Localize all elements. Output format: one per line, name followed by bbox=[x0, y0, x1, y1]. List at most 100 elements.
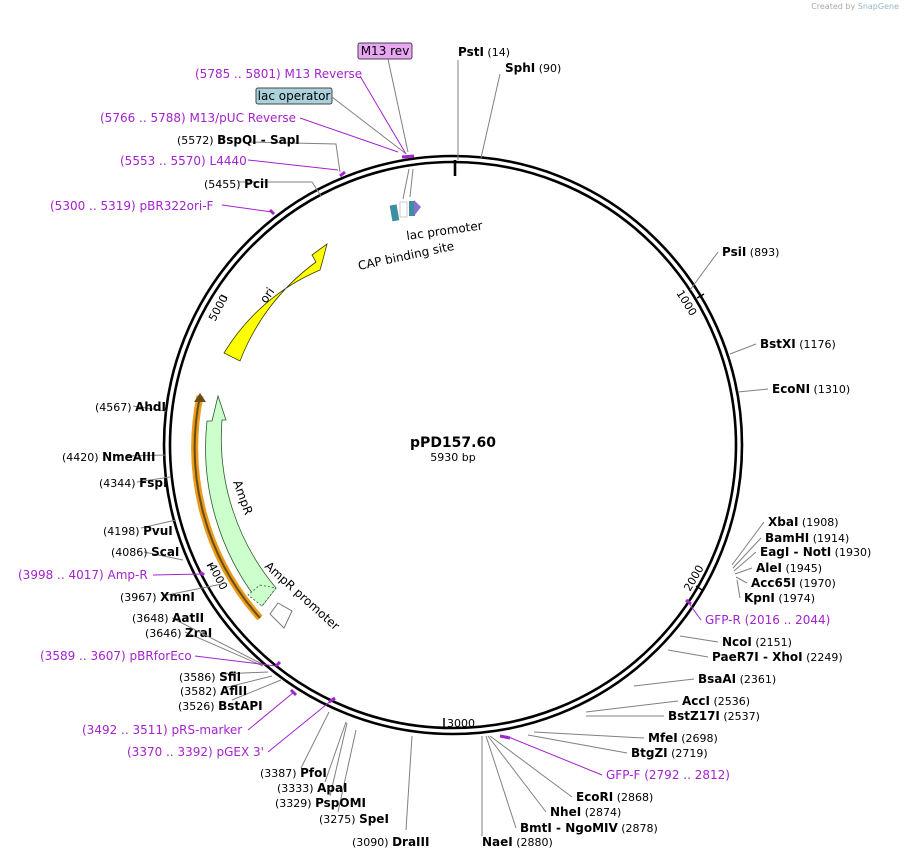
enzyme-site[interactable]: PaeR7I - XhoI (2249) bbox=[667, 649, 843, 664]
enzyme-leader bbox=[249, 141, 341, 173]
enzyme-leader bbox=[729, 343, 757, 355]
enzyme-site[interactable]: (3090) DraIII bbox=[352, 735, 429, 849]
enzyme-site[interactable]: BsaAI (2361) bbox=[633, 672, 776, 687]
enzyme-site[interactable]: (4198) PvuI bbox=[103, 519, 177, 538]
enzyme-site[interactable]: AleI (1945) bbox=[734, 561, 822, 575]
enzyme-label: AccI (2536) bbox=[682, 694, 750, 708]
enzyme-leader bbox=[136, 476, 171, 483]
enzyme-site[interactable]: (3586) SfiI bbox=[179, 670, 269, 684]
enzyme-site[interactable]: (4420) NmeAIII bbox=[62, 450, 167, 464]
primer-site[interactable]: (5300 .. 5319) pBR322ori-F bbox=[50, 199, 273, 213]
enzyme-position: (2874) bbox=[581, 806, 621, 819]
enzyme-site[interactable]: Acc65I (1970) bbox=[735, 576, 836, 590]
enzyme-leader bbox=[300, 711, 330, 769]
primer-label: (5553 .. 5570) L4440 bbox=[120, 154, 247, 168]
enzyme-site[interactable]: (3329) PspOMI bbox=[275, 722, 366, 810]
primer-site[interactable]: (3998 .. 4017) Amp-R bbox=[18, 568, 203, 582]
enzyme-name: - SapI bbox=[257, 133, 300, 147]
enzyme-label: BmtI - NgoMIV (2878) bbox=[520, 821, 658, 835]
enzyme-site[interactable]: BstXI (1176) bbox=[729, 337, 836, 355]
enzyme-site[interactable]: EcoNI (1310) bbox=[737, 382, 850, 396]
enzyme-position: (2880) bbox=[513, 836, 553, 849]
enzyme-name: BamHI bbox=[765, 531, 809, 545]
primer-leader bbox=[194, 655, 277, 667]
ampr-promoter-arrow bbox=[269, 602, 293, 629]
enzyme-site[interactable]: NaeI (2880) bbox=[481, 736, 553, 849]
primer-site[interactable]: (5553 .. 5570) L4440 bbox=[120, 154, 339, 171]
enzyme-name: XmnI bbox=[160, 590, 195, 604]
enzyme-site[interactable]: BmtI - NgoMIV (2878) bbox=[485, 735, 658, 835]
primer-site[interactable]: (3492 .. 3511) pRS-marker bbox=[82, 691, 295, 737]
enzyme-leader bbox=[489, 735, 573, 798]
enzyme-site[interactable]: BamHI (1914) bbox=[732, 531, 849, 569]
enzyme-label: (5455) PciI bbox=[204, 177, 269, 191]
enzyme-site[interactable]: (3582) AflII bbox=[180, 675, 273, 698]
enzyme-site[interactable]: EcoRI (2868) bbox=[489, 735, 653, 804]
enzyme-site[interactable]: NcoI (2151) bbox=[679, 635, 792, 649]
primer-site[interactable]: GFP-R (2016 .. 2044) bbox=[687, 601, 830, 627]
enzyme-position: (1310) bbox=[810, 383, 850, 396]
enzyme-name: NmeAIII bbox=[102, 450, 155, 464]
primer-site[interactable]: (3370 .. 3392) pGEX 3' bbox=[127, 699, 333, 759]
enzyme-name: - NgoMIV bbox=[552, 821, 619, 835]
enzyme-leader bbox=[735, 576, 748, 584]
enzyme-name: PaeR7I bbox=[712, 650, 759, 664]
enzyme-label: NcoI (2151) bbox=[722, 635, 792, 649]
enzyme-leader bbox=[585, 700, 679, 713]
enzyme-site[interactable]: AccI (2536) bbox=[585, 694, 750, 713]
enzyme-site[interactable]: EagI - NotI (1930) bbox=[733, 545, 871, 572]
enzyme-position: (90) bbox=[535, 62, 561, 75]
lac-region[interactable]: lac promoter CAP binding site bbox=[357, 168, 484, 273]
enzyme-site[interactable]: (3333) ApaI bbox=[277, 721, 348, 795]
enzyme-position: (3387) bbox=[260, 767, 300, 780]
enzyme-site[interactable]: KpnI (1974) bbox=[736, 579, 815, 605]
enzyme-site[interactable]: BtgZI (2719) bbox=[527, 734, 708, 760]
enzyme-site[interactable]: MfeI (2698) bbox=[533, 731, 718, 745]
m13-rev-box[interactable]: M13 rev bbox=[357, 42, 413, 153]
enzyme-position: (5455) bbox=[204, 178, 244, 191]
primer-site[interactable]: (5785 .. 5801) M13 Reverse bbox=[195, 67, 407, 155]
ampr-label: AmpR bbox=[230, 478, 255, 516]
enzyme-name: FspI bbox=[139, 476, 167, 490]
enzyme-leader bbox=[184, 631, 264, 667]
enzyme-site[interactable]: (3646) ZraI bbox=[145, 626, 264, 667]
ori-feature[interactable]: ori bbox=[223, 243, 328, 362]
enzyme-site[interactable]: (4567) AhdI bbox=[95, 400, 167, 414]
enzyme-site[interactable]: (3967) XmnI bbox=[120, 583, 223, 604]
enzyme-site[interactable]: NheI (2874) bbox=[487, 735, 621, 819]
enzyme-position: (5572) bbox=[177, 134, 217, 147]
enzyme-label: (3646) ZraI bbox=[145, 626, 212, 640]
enzyme-name: AhdI bbox=[135, 400, 166, 414]
enzyme-position: (2698) bbox=[678, 732, 718, 745]
primer-leader bbox=[221, 204, 273, 213]
lac-operator-tag[interactable]: lac operator bbox=[255, 87, 406, 154]
enzyme-site[interactable]: PsiI (893) bbox=[689, 245, 779, 291]
enzyme-site[interactable]: (3526) BstAPI bbox=[178, 679, 282, 713]
primer-site[interactable]: (5766 .. 5788) M13/pUC Reverse bbox=[100, 111, 399, 153]
enzyme-site[interactable]: SphI (90) bbox=[480, 61, 561, 159]
enzyme-leader bbox=[485, 735, 517, 829]
primer-leader bbox=[247, 691, 295, 731]
enzyme-name: AleI bbox=[756, 561, 782, 575]
enzyme-site[interactable]: (4086) ScaI bbox=[111, 545, 184, 561]
primer-site[interactable]: (3589 .. 3607) pBRforEco bbox=[40, 649, 277, 667]
enzyme-name: EagI bbox=[760, 545, 789, 559]
backbone-outer-circle bbox=[162, 154, 744, 736]
enzyme-site[interactable]: (3387) PfoI bbox=[260, 711, 330, 780]
enzyme-position: (3329) bbox=[275, 797, 315, 810]
enzyme-site[interactable]: (4344) FspI bbox=[99, 476, 171, 490]
enzyme-site[interactable]: BstZ17I (2537) bbox=[586, 709, 760, 723]
enzyme-site[interactable]: (5455) PciI bbox=[204, 177, 322, 197]
enzyme-label: PstI (14) bbox=[458, 45, 510, 59]
primer-name: M13/pUC Reverse bbox=[190, 111, 297, 125]
enzyme-site[interactable]: (3648) AatII bbox=[132, 611, 263, 665]
enzyme-site[interactable]: PstI (14) bbox=[457, 45, 510, 160]
primer-range: (5553 .. 5570) bbox=[120, 154, 210, 168]
enzyme-site[interactable]: (5572) BspQI - SapI bbox=[177, 133, 341, 173]
enzyme-name: BstZ17I bbox=[668, 709, 720, 723]
enzyme-name: MfeI bbox=[648, 731, 678, 745]
enzyme-site[interactable]: XbaI (1908) bbox=[731, 515, 838, 566]
enzyme-label: (3329) PspOMI bbox=[275, 796, 366, 810]
primer-site[interactable]: GFP-F (2792 .. 2812) bbox=[505, 735, 730, 782]
enzyme-site[interactable]: (3275) SpeI bbox=[319, 729, 389, 826]
